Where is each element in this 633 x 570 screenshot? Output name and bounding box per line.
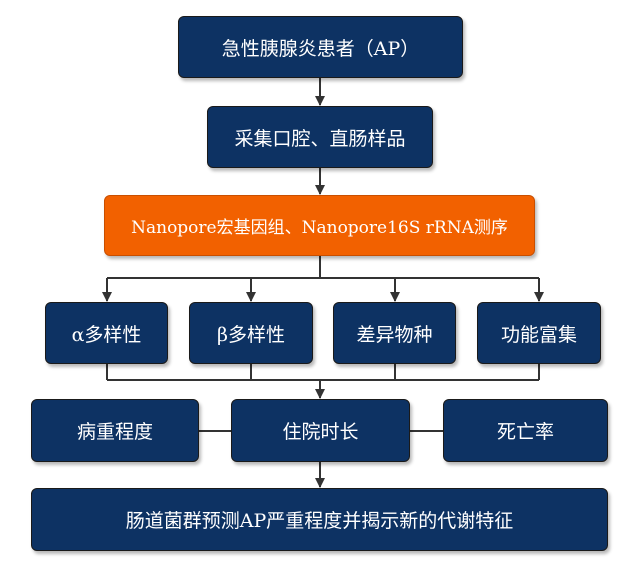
node-sample-collection: 采集口腔、直肠样品 [207,106,433,168]
node-hospital-stay: 住院时长 [231,399,410,462]
node-beta-diversity: β多样性 [189,302,313,364]
node-functional-enrichment: 功能富集 [477,302,601,364]
node-differential-species: 差异物种 [333,302,456,364]
node-sequencing: Nanopore宏基因组、Nanopore16S rRNA测序 [104,195,535,256]
node-severity: 病重程度 [31,399,199,462]
node-alpha-diversity: α多样性 [45,302,168,364]
node-conclusion: 肠道菌群预测AP严重程度并揭示新的代谢特征 [31,488,608,551]
node-ap-patients: 急性胰腺炎患者（AP） [178,16,463,78]
node-mortality: 死亡率 [443,399,608,462]
